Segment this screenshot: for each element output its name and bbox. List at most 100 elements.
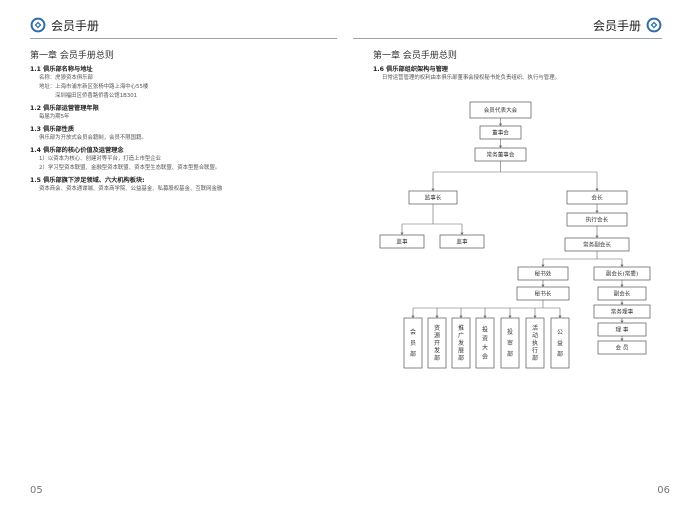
board-box [479, 125, 522, 140]
section-heading: 1.3 俱乐部性质 [30, 126, 75, 133]
left-header: 会员手册 [30, 14, 104, 36]
department-label-char: 投 [482, 326, 488, 334]
arrow-head-icon [483, 315, 487, 318]
standing-vp-label: 常务副会长 [583, 241, 611, 249]
department-label-char: 发 [434, 347, 440, 355]
department-label-char: 执 [532, 339, 538, 347]
arrow-head-icon [498, 145, 503, 148]
department-label-char: 部 [532, 354, 538, 362]
department-label-char: 公 [557, 329, 563, 336]
department-box [550, 317, 570, 369]
section-heading: 1.5 俱乐部旗下涉足领域、六大机构板块: [30, 177, 145, 184]
chapter-title: 第一章 会员手册总则 [30, 51, 114, 61]
president-label: 会长 [591, 194, 603, 202]
supervisor-1-box [379, 234, 425, 249]
org-chart-connectors [400, 118, 624, 341]
arrow-head-icon [558, 315, 562, 318]
department-label-char: 会 [482, 353, 488, 361]
department-label-char: 源 [434, 331, 440, 339]
section-line: 1）以资本为核心、创建对等平台，打造上市型企业 [39, 156, 162, 162]
arrow-head-icon [541, 284, 545, 287]
section-line: 每届为期5年 [39, 114, 70, 120]
right-header: 会员手册 [588, 14, 662, 36]
arrow-head-icon [620, 264, 624, 267]
department-label-char: 益 [557, 339, 563, 347]
department-label-char: 会 [410, 328, 416, 336]
executive-president-label: 执行会长 [586, 216, 609, 224]
arrow-head-icon [435, 315, 439, 318]
department-box [403, 317, 423, 369]
member-label: 会 员 [616, 344, 629, 352]
arrow-head-icon [508, 315, 512, 318]
member-box [597, 340, 647, 355]
department-label-char: 部 [410, 350, 416, 358]
org-section: 1.6 俱乐部组织架构与管理 日常运营管理的权利由本俱乐部董事会授权秘书处负责组… [373, 62, 673, 83]
arrow-head-icon [498, 123, 503, 126]
president-box [566, 190, 628, 205]
header-divider [353, 38, 662, 39]
standing-board-label: 常务董事会 [487, 151, 515, 159]
board-label: 董事会 [492, 129, 509, 137]
secretary-general-box [516, 286, 570, 301]
arrow-head-icon [460, 232, 464, 235]
supervisors-label: 监事长 [425, 194, 442, 202]
department-label-char: 部 [434, 354, 440, 362]
director-label: 理 事 [616, 326, 629, 334]
standing-board-box [474, 147, 527, 162]
arrow-head-icon [533, 315, 537, 318]
sections-list: 1.1 俱乐部名称与地址名称：虎狼资本俱乐部地址：上海市浦东新区张杨中路上海中心… [30, 62, 330, 194]
arrow-head-icon [595, 235, 599, 238]
arrow-head-icon [595, 210, 599, 213]
department-label-char: 推 [458, 324, 464, 332]
supervisors-box [408, 190, 458, 205]
section-line: 资本商会、资本通谍端、资本商学院、公益基金、私募股权基金、互联网金融 [39, 186, 223, 192]
section-line: 俱乐部为开放式会员会籍制，会员不限国籍。 [39, 135, 147, 141]
arrow-head-icon [620, 338, 624, 341]
section-heading: 1.1 俱乐部名称与地址 [30, 66, 93, 73]
department-label-char: 大 [482, 344, 488, 352]
department-label-char: 资 [482, 335, 488, 343]
executive-director-label: 常务理事 [611, 308, 634, 316]
page-number: 06 [657, 485, 670, 496]
section-line: 2）学习型资本联盟、金融型资本联盟、资本型生态联盟、资本型整合联盟。 [39, 165, 221, 171]
secretary-general-label: 秘书长 [535, 290, 552, 298]
org-chart-nodes: 会员代表大会董事会常务董事会监事长监事监事会长执行会长常务副会长秘书处秘书长副会… [379, 101, 651, 369]
department-label-char: 审 [507, 339, 513, 347]
director-box [597, 322, 647, 337]
department-label-char: 部 [557, 350, 563, 358]
department-label-char: 开 [434, 340, 440, 347]
club-logo-icon [646, 17, 662, 33]
department-label-char: 行 [532, 347, 538, 355]
department-label-char: 广 [458, 331, 464, 339]
arrow-head-icon [595, 188, 599, 191]
department-box [451, 317, 471, 369]
department-box [500, 317, 520, 369]
standing-vp-box [564, 237, 630, 252]
arrow-head-icon [400, 232, 404, 235]
header-title: 会员手册 [592, 18, 641, 33]
secretariat-box [517, 266, 569, 281]
section-description: 日常运营管理的权利由本俱乐部董事会授权秘书处负责组织、执行与管理。 [382, 75, 560, 81]
left-page: 会员手册 第一章 会员手册总则 1.1 俱乐部名称与地址名称：虎狼资本俱乐部地址… [30, 14, 337, 496]
arrow-head-icon [411, 315, 415, 318]
department-box [525, 317, 545, 369]
department-label-char: 发 [458, 339, 464, 347]
department-label-char: 展 [458, 348, 464, 355]
right-page: 会员手册 第一章 会员手册总则 1.6 俱乐部组织架构与管理 日常运营管理的权利… [345, 0, 690, 520]
executive-director-box [593, 304, 651, 319]
arrow-head-icon [620, 302, 624, 305]
arrow-head-icon [620, 320, 624, 323]
secretariat-label: 秘书处 [535, 270, 552, 278]
department-label-char: 部 [507, 350, 513, 358]
vice-president-2-label: 副会长 [614, 290, 631, 298]
department-label-char: 投 [507, 328, 513, 336]
section-title: 1.6 俱乐部组织架构与管理 [373, 66, 448, 73]
vice-president-box [593, 266, 651, 281]
header-divider [30, 38, 337, 39]
arrow-head-icon [620, 284, 624, 287]
arrow-head-icon [431, 188, 435, 191]
club-logo-icon [30, 17, 46, 33]
supervisor-1-label: 监事 [396, 238, 408, 246]
section-line: 名称：虎狼资本俱乐部 [39, 75, 93, 81]
department-label-char: 部 [458, 354, 464, 362]
